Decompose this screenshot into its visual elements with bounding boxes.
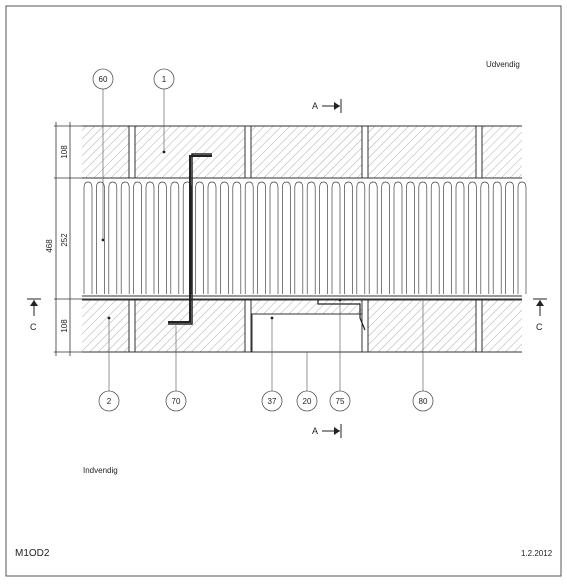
insulation-batt (455, 181, 465, 294)
callout-bottom-80: 80 (412, 390, 434, 412)
section-marker-c-left: C (27, 298, 41, 332)
outer-brick-leaf (82, 125, 522, 179)
section-marker-a-bottom: A (312, 424, 342, 438)
insulation-batt (344, 181, 353, 294)
inner-brick-leaf (82, 299, 522, 353)
insulation-batt (108, 181, 118, 294)
insulation-batt (244, 181, 254, 294)
callout-bottom-75: 75 (329, 390, 351, 412)
insulation-batt (368, 181, 378, 294)
dim-insulation: 252 (60, 233, 69, 247)
insulation-batt (306, 181, 316, 294)
sheet-border (5, 5, 562, 577)
dim-total: 468 (45, 239, 54, 253)
svg-text:75: 75 (336, 397, 345, 406)
section-marker-a-top: A (312, 99, 342, 113)
svg-text:2: 2 (107, 397, 112, 406)
svg-text:A: A (312, 101, 318, 111)
insulation-batt (83, 181, 93, 294)
callout-top-1: 1 (153, 68, 175, 90)
insulation-batt (282, 181, 291, 294)
wall-tie (168, 155, 212, 323)
callout-top-60: 60 (92, 68, 114, 90)
svg-text:80: 80 (419, 397, 428, 406)
svg-text:C: C (536, 322, 543, 332)
insulation-batt (133, 181, 142, 294)
insulation-batt (443, 181, 452, 294)
insulation-batt (220, 181, 229, 294)
svg-text:70: 70 (172, 397, 181, 406)
svg-text:37: 37 (268, 397, 277, 406)
insulation-layer (82, 181, 527, 300)
insulation-batt (430, 181, 440, 294)
insulation-batt (294, 181, 304, 294)
callout-bottom-70: 70 (165, 390, 187, 412)
drawing-code: M1OD2 (15, 548, 50, 559)
callout-bottom-37: 37 (261, 390, 283, 412)
insulation-batt (381, 181, 390, 294)
insulation-batt (182, 181, 192, 294)
insulation-batt (170, 181, 180, 294)
callout-leaders (102, 89, 424, 392)
dimension-line (54, 122, 82, 356)
callout-bottom-20: 20 (296, 390, 318, 412)
insulation-batt (232, 181, 242, 294)
insulation-batt (505, 181, 514, 294)
insulation-batt (257, 181, 266, 294)
label-outside: Udvendig (486, 60, 520, 69)
insulation-batt (120, 181, 130, 294)
insulation-batt (356, 181, 366, 294)
label-inside: Indvendig (83, 466, 118, 475)
insulation-batt (158, 181, 167, 294)
insulation-batt (331, 181, 341, 294)
insulation-batt (207, 181, 217, 294)
svg-text:20: 20 (303, 397, 312, 406)
callout-bottom-2: 2 (98, 390, 120, 412)
insulation-batt (517, 181, 527, 294)
insulation-batt (468, 181, 477, 294)
svg-text:1: 1 (162, 75, 167, 84)
fixing-bracket (317, 300, 366, 331)
recessed-element (251, 313, 363, 353)
svg-text:A: A (312, 426, 318, 436)
drawing-date: 1.2.2012 (521, 549, 553, 558)
insulation-batt (269, 181, 279, 294)
insulation-batt (492, 181, 502, 294)
svg-text:60: 60 (99, 75, 108, 84)
insulation-batt (418, 181, 428, 294)
insulation-batt (406, 181, 415, 294)
insulation-batt (96, 181, 105, 294)
insulation-batt (145, 181, 155, 294)
insulation-batt (480, 181, 490, 294)
svg-text:C: C (30, 322, 37, 332)
insulation-batt (319, 181, 328, 294)
dim-outer-leaf: 108 (60, 145, 69, 159)
dim-inner-leaf: 108 (60, 319, 69, 333)
insulation-batt (195, 181, 204, 294)
insulation-batt (393, 181, 403, 294)
section-marker-c-right: C (533, 298, 547, 332)
